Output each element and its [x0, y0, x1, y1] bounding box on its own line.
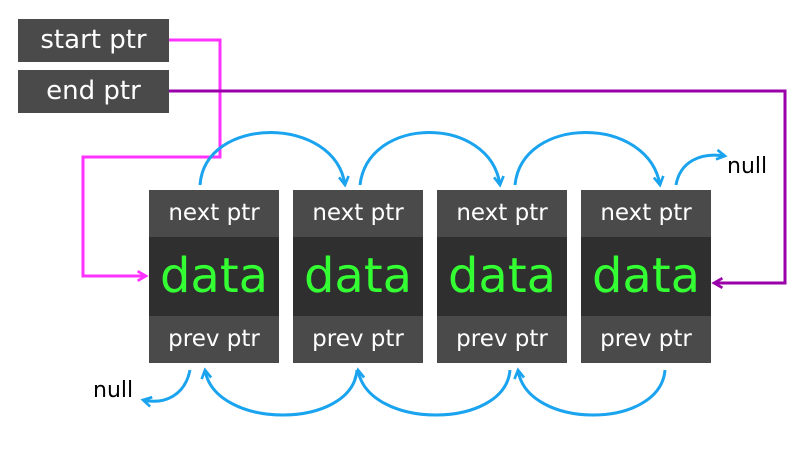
end-pointer-arrow [169, 89, 787, 283]
next-link-arrow-3 [513, 131, 660, 186]
prev-link-arrow-2 [358, 370, 512, 417]
next-pointer-cell: next ptr [437, 190, 567, 237]
next-link-arrow-1 [198, 131, 345, 186]
list-node: next ptr data prev ptr [293, 190, 423, 363]
null-label-next: null [727, 154, 768, 179]
null-label-prev: null [93, 378, 134, 403]
prev-link-arrow-3 [518, 370, 667, 417]
prev-pointer-cell: prev ptr [581, 316, 711, 363]
start-pointer-arrow [81, 38, 222, 276]
prev-pointer-cell: prev ptr [149, 316, 279, 363]
data-cell: data [581, 237, 711, 316]
start-pointer-box: start ptr [18, 19, 169, 62]
prev-pointer-cell: prev ptr [293, 316, 423, 363]
list-node: next ptr data prev ptr [149, 190, 279, 363]
next-null-arrow [674, 155, 725, 186]
next-pointer-cell: next ptr [149, 190, 279, 237]
prev-null-arrow [143, 369, 192, 401]
prev-link-arrow-1 [205, 370, 359, 417]
next-pointer-cell: next ptr [293, 190, 423, 237]
next-pointer-cell: next ptr [581, 190, 711, 237]
list-node: next ptr data prev ptr [581, 190, 711, 363]
next-link-arrow-2 [358, 131, 500, 186]
data-cell: data [149, 237, 279, 316]
data-cell: data [437, 237, 567, 316]
data-cell: data [293, 237, 423, 316]
prev-pointer-cell: prev ptr [437, 316, 567, 363]
list-node: next ptr data prev ptr [437, 190, 567, 363]
end-pointer-box: end ptr [18, 70, 169, 113]
